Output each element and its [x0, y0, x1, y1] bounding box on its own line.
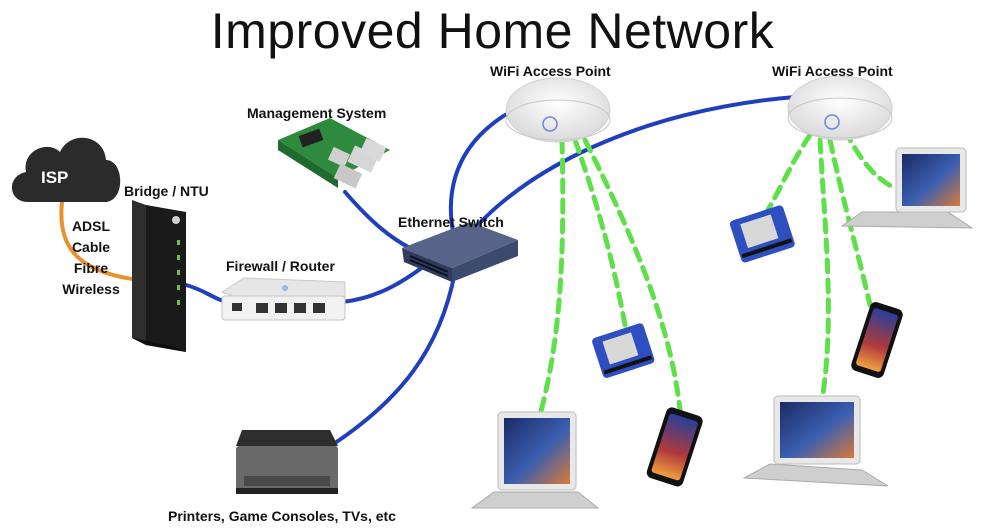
switch-label: Ethernet Switch — [398, 214, 504, 230]
wifi-left-iot — [572, 137, 628, 328]
link-switch-ap-right — [463, 95, 797, 242]
wifi-right-laptop-bottom — [817, 137, 831, 403]
wireless-links — [537, 127, 896, 418]
wan-link — [59, 201, 141, 282]
wifi-left-laptop — [537, 137, 566, 418]
ap-right-label: WiFi Access Point — [772, 63, 893, 79]
access-point-icon — [787, 75, 893, 141]
iot-board-icon — [729, 205, 795, 263]
connection-type: ADSL — [71, 218, 111, 234]
wifi-right-phone — [827, 137, 873, 308]
wired-links — [184, 95, 797, 447]
laptop-icon — [470, 411, 600, 509]
link-switch-ap-left — [448, 113, 507, 244]
link-pi-switch — [343, 190, 412, 250]
laptop-icon — [742, 395, 889, 487]
connection-type: Cable — [71, 239, 111, 255]
phone-icon — [851, 302, 903, 378]
link-switch-printer — [330, 270, 457, 447]
link-router-switch — [340, 260, 432, 304]
printer-icon — [236, 430, 338, 494]
cloud-icon — [11, 137, 121, 202]
isp-label: ISP — [41, 168, 69, 187]
phone-icon — [646, 407, 703, 487]
connection-type: Wireless — [62, 281, 120, 297]
switch-icon — [402, 222, 518, 282]
bridge-label: Bridge / NTU — [124, 183, 209, 199]
page-title: Improved Home Network — [210, 3, 775, 59]
wifi-right-iot — [762, 132, 813, 218]
printers-label: Printers, Game Consoles, TVs, etc — [168, 508, 396, 524]
firewall-label: Firewall / Router — [226, 258, 335, 274]
modem-icon — [132, 200, 186, 352]
ap-left-label: WiFi Access Point — [490, 63, 611, 79]
iot-board-icon — [592, 323, 655, 378]
laptop-icon — [840, 147, 974, 229]
management-label: Management System — [247, 105, 387, 121]
wifi-left-phone — [582, 137, 683, 413]
access-point-icon — [505, 77, 611, 143]
connection-types: ADSL Cable Fibre Wireless — [46, 216, 136, 300]
raspberry-pi-icon — [278, 118, 390, 189]
connection-type: Fibre — [73, 260, 109, 276]
router-icon — [220, 277, 346, 321]
